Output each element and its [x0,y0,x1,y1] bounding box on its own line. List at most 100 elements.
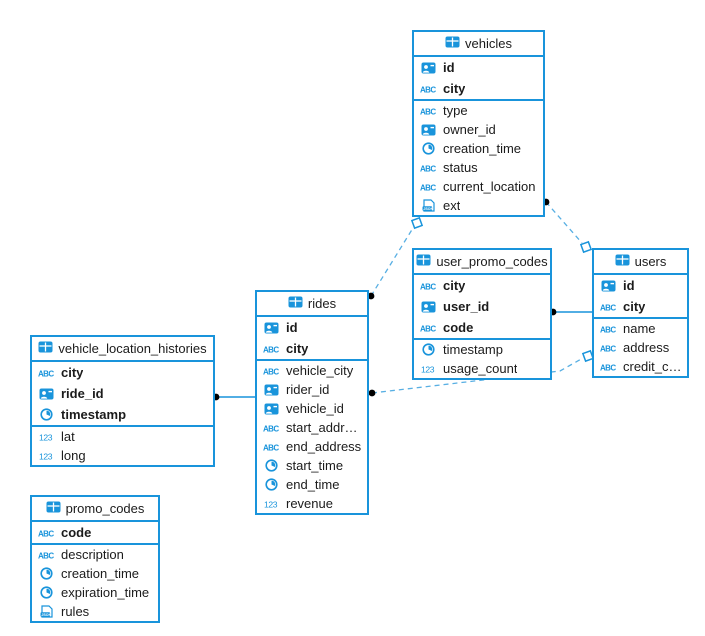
column-row-status[interactable]: ABC status [414,158,543,177]
column-row-owner_id[interactable]: owner_id [414,120,543,139]
table-header-vehicles[interactable]: vehicles [414,32,543,57]
text-abc-icon: ABC [599,324,617,334]
id-badge-icon [599,280,617,292]
relationship-rides-to-vehicles[interactable] [370,227,414,297]
id-badge-icon [37,388,55,400]
column-row-id[interactable]: id [594,275,687,296]
column-label: status [443,160,478,175]
column-label: long [61,448,86,463]
column-label: rules [61,604,90,619]
clock-icon [37,408,55,421]
svg-text:ABC: ABC [263,367,279,376]
column-row-vehicle_city[interactable]: ABC vehicle_city [257,361,367,380]
column-label: vehicle_city [286,363,354,378]
text-abc-icon: ABC [262,423,280,433]
relationship-endpoint-dot [368,389,376,397]
column-row-end_time[interactable]: end_time [257,475,367,494]
number-123-icon: 123 [262,499,280,508]
table-header-users[interactable]: users [594,250,687,275]
table-header-rides[interactable]: rides [257,292,367,317]
table-icon [288,296,303,311]
svg-text:ABC: ABC [600,325,616,334]
column-label: vehicle_id [286,401,344,416]
column-label: timestamp [61,407,127,422]
table-title: vehicles [465,36,512,51]
svg-text:ABC: ABC [38,551,54,560]
column-row-vehicle_id[interactable]: vehicle_id [257,399,367,418]
table-icon [615,254,630,269]
column-row-creation_time[interactable]: creation_time [414,139,543,158]
table-title: user_promo_codes [436,254,548,269]
id-badge-icon [419,301,437,313]
text-abc-icon: ABC [262,344,280,354]
column-row-id[interactable]: id [414,57,543,78]
relationship-vehicles-to-users[interactable] [545,201,583,244]
relationship-rides-to-users[interactable] [371,357,584,394]
svg-text:ABC: ABC [420,324,436,333]
column-row-creation_time[interactable]: creation_time [32,564,158,583]
column-row-name[interactable]: ABC name [594,319,687,338]
column-row-timestamp[interactable]: timestamp [32,404,213,425]
column-row-rider_id[interactable]: rider_id [257,380,367,399]
column-label: type [443,103,468,118]
column-row-user_id[interactable]: user_id [414,296,550,317]
number-123-icon: 123 [37,451,55,460]
column-row-timestamp[interactable]: timestamp [414,340,550,359]
column-label: city [443,278,466,293]
text-abc-icon: ABC [419,323,437,333]
text-abc-icon: ABC [262,366,280,376]
svg-text:123: 123 [39,451,53,460]
column-row-start_time[interactable]: start_time [257,456,367,475]
column-label: owner_id [443,122,496,137]
text-abc-icon: ABC [599,362,617,372]
column-row-long[interactable]: 123 long [32,446,213,465]
column-label: creation_time [443,141,522,156]
text-abc-icon: ABC [419,163,437,173]
clock-icon [419,343,437,356]
table-header-user_promo_codes[interactable]: user_promo_codes [414,250,550,275]
relationship-endpoint-square [579,240,593,254]
svg-text:ABC: ABC [600,303,616,312]
column-row-expiration_time[interactable]: expiration_time [32,583,158,602]
table-header-promo_codes[interactable]: promo_codes [32,497,158,522]
column-row-ride_id[interactable]: ride_id [32,383,213,404]
column-row-id[interactable]: id [257,317,367,338]
text-abc-icon: ABC [37,368,55,378]
text-abc-icon: ABC [419,84,437,94]
column-label: address [623,340,670,355]
column-label: name [623,321,656,336]
table-title: vehicle_location_histories [58,341,207,356]
table-header-vehicle_location_histories[interactable]: vehicle_location_histories [32,337,213,362]
